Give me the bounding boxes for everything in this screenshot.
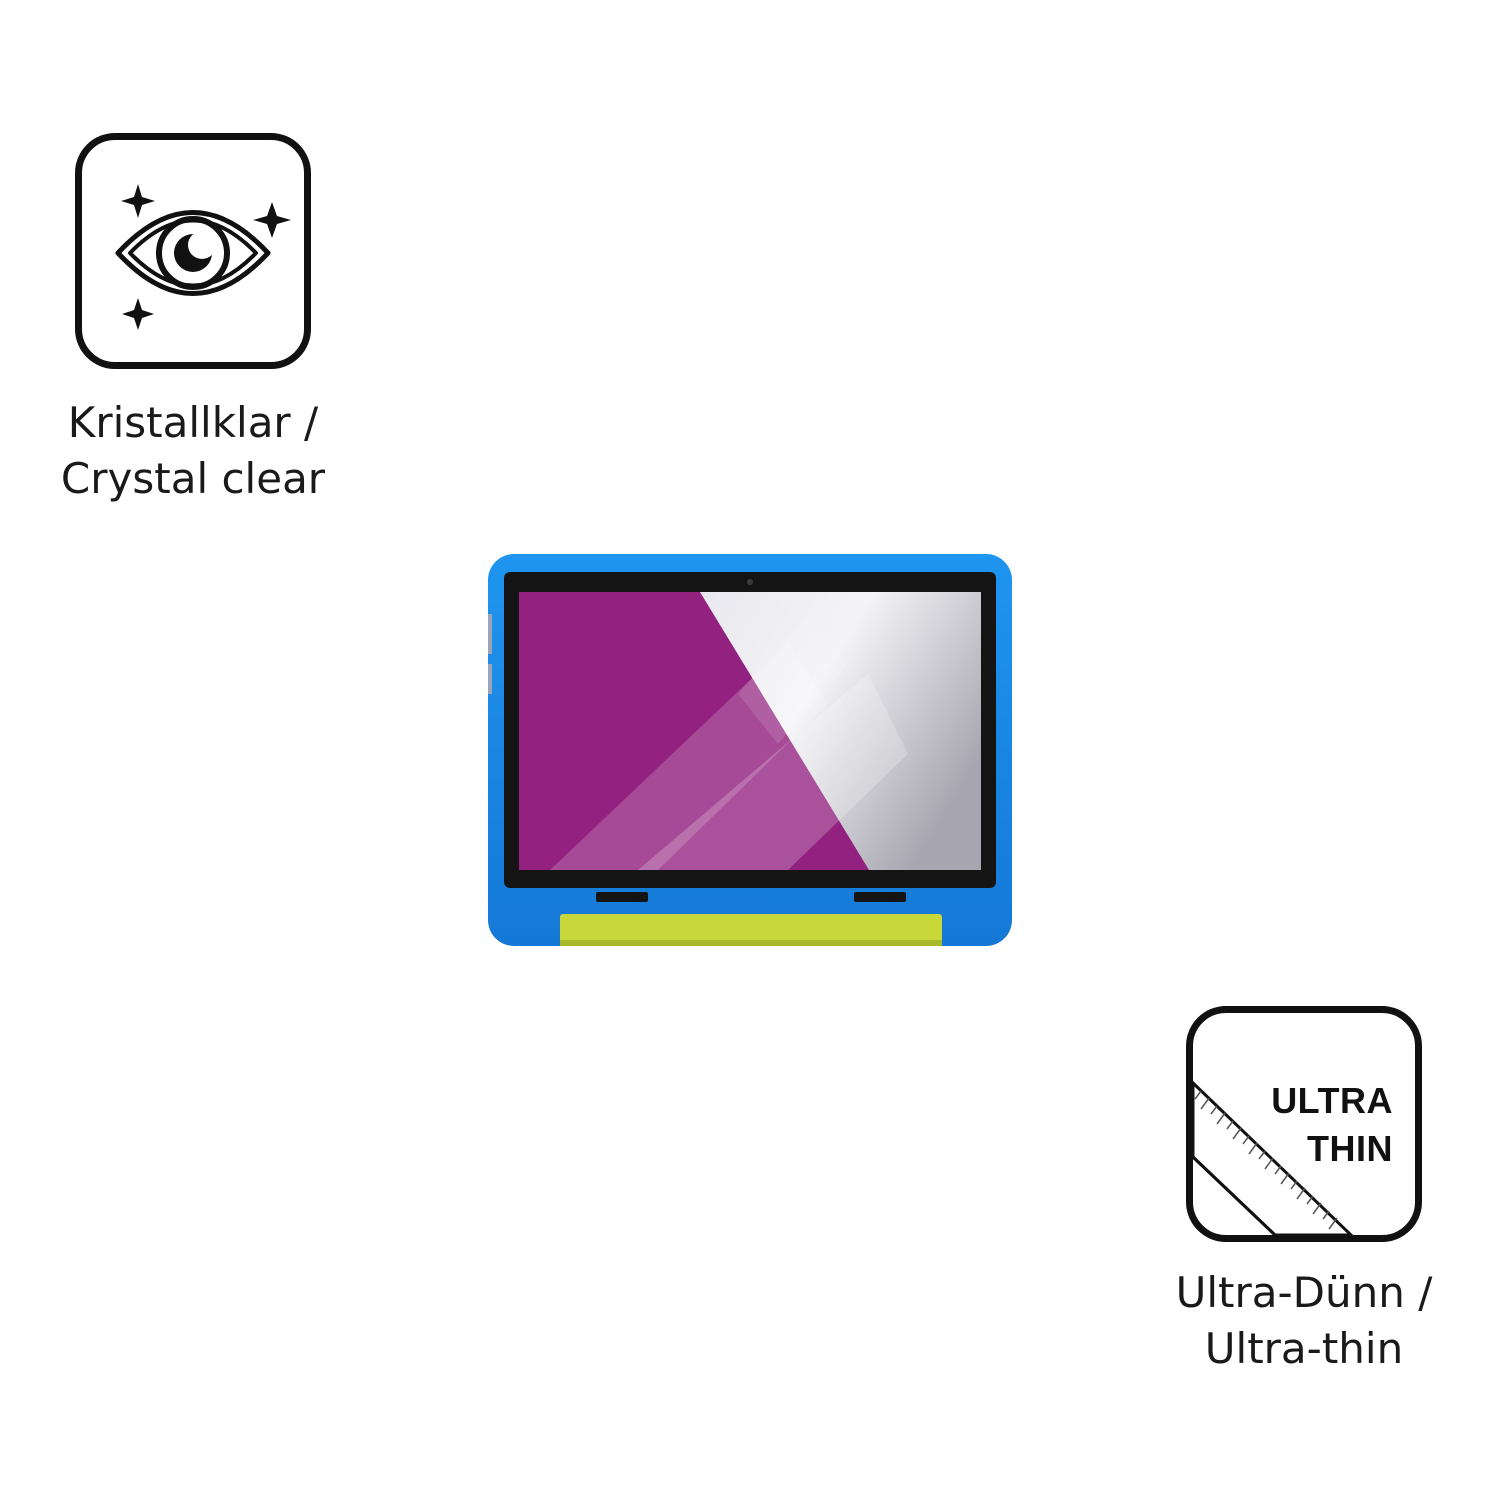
ruler-film-icon bbox=[1193, 1080, 1354, 1235]
tablet-in-case-illustration bbox=[488, 554, 1012, 946]
ultra-thin-badge-line1: ULTRA bbox=[1271, 1080, 1393, 1121]
ultra-thin-caption: Ultra-Dünn / Ultra-thin bbox=[1138, 1265, 1470, 1377]
tablet-product-image bbox=[488, 554, 1012, 946]
sparkling-eye-icon bbox=[115, 184, 291, 330]
ultra-thin-caption-line1: Ultra-Dünn / bbox=[1175, 1268, 1433, 1317]
yellow-handle bbox=[560, 914, 942, 946]
crystal-clear-caption-line2: Crystal clear bbox=[60, 454, 326, 503]
crystal-clear-caption-line1: Kristallklar / bbox=[67, 398, 319, 447]
ultra-thin-badge-line2: THIN bbox=[1307, 1128, 1393, 1169]
ultra-thin-badge: ULTRA THIN bbox=[1186, 1006, 1422, 1242]
ultra-thin-caption-line2: Ultra-thin bbox=[1204, 1324, 1404, 1373]
crystal-clear-badge bbox=[75, 133, 311, 369]
crystal-clear-caption: Kristallklar / Crystal clear bbox=[30, 395, 356, 507]
